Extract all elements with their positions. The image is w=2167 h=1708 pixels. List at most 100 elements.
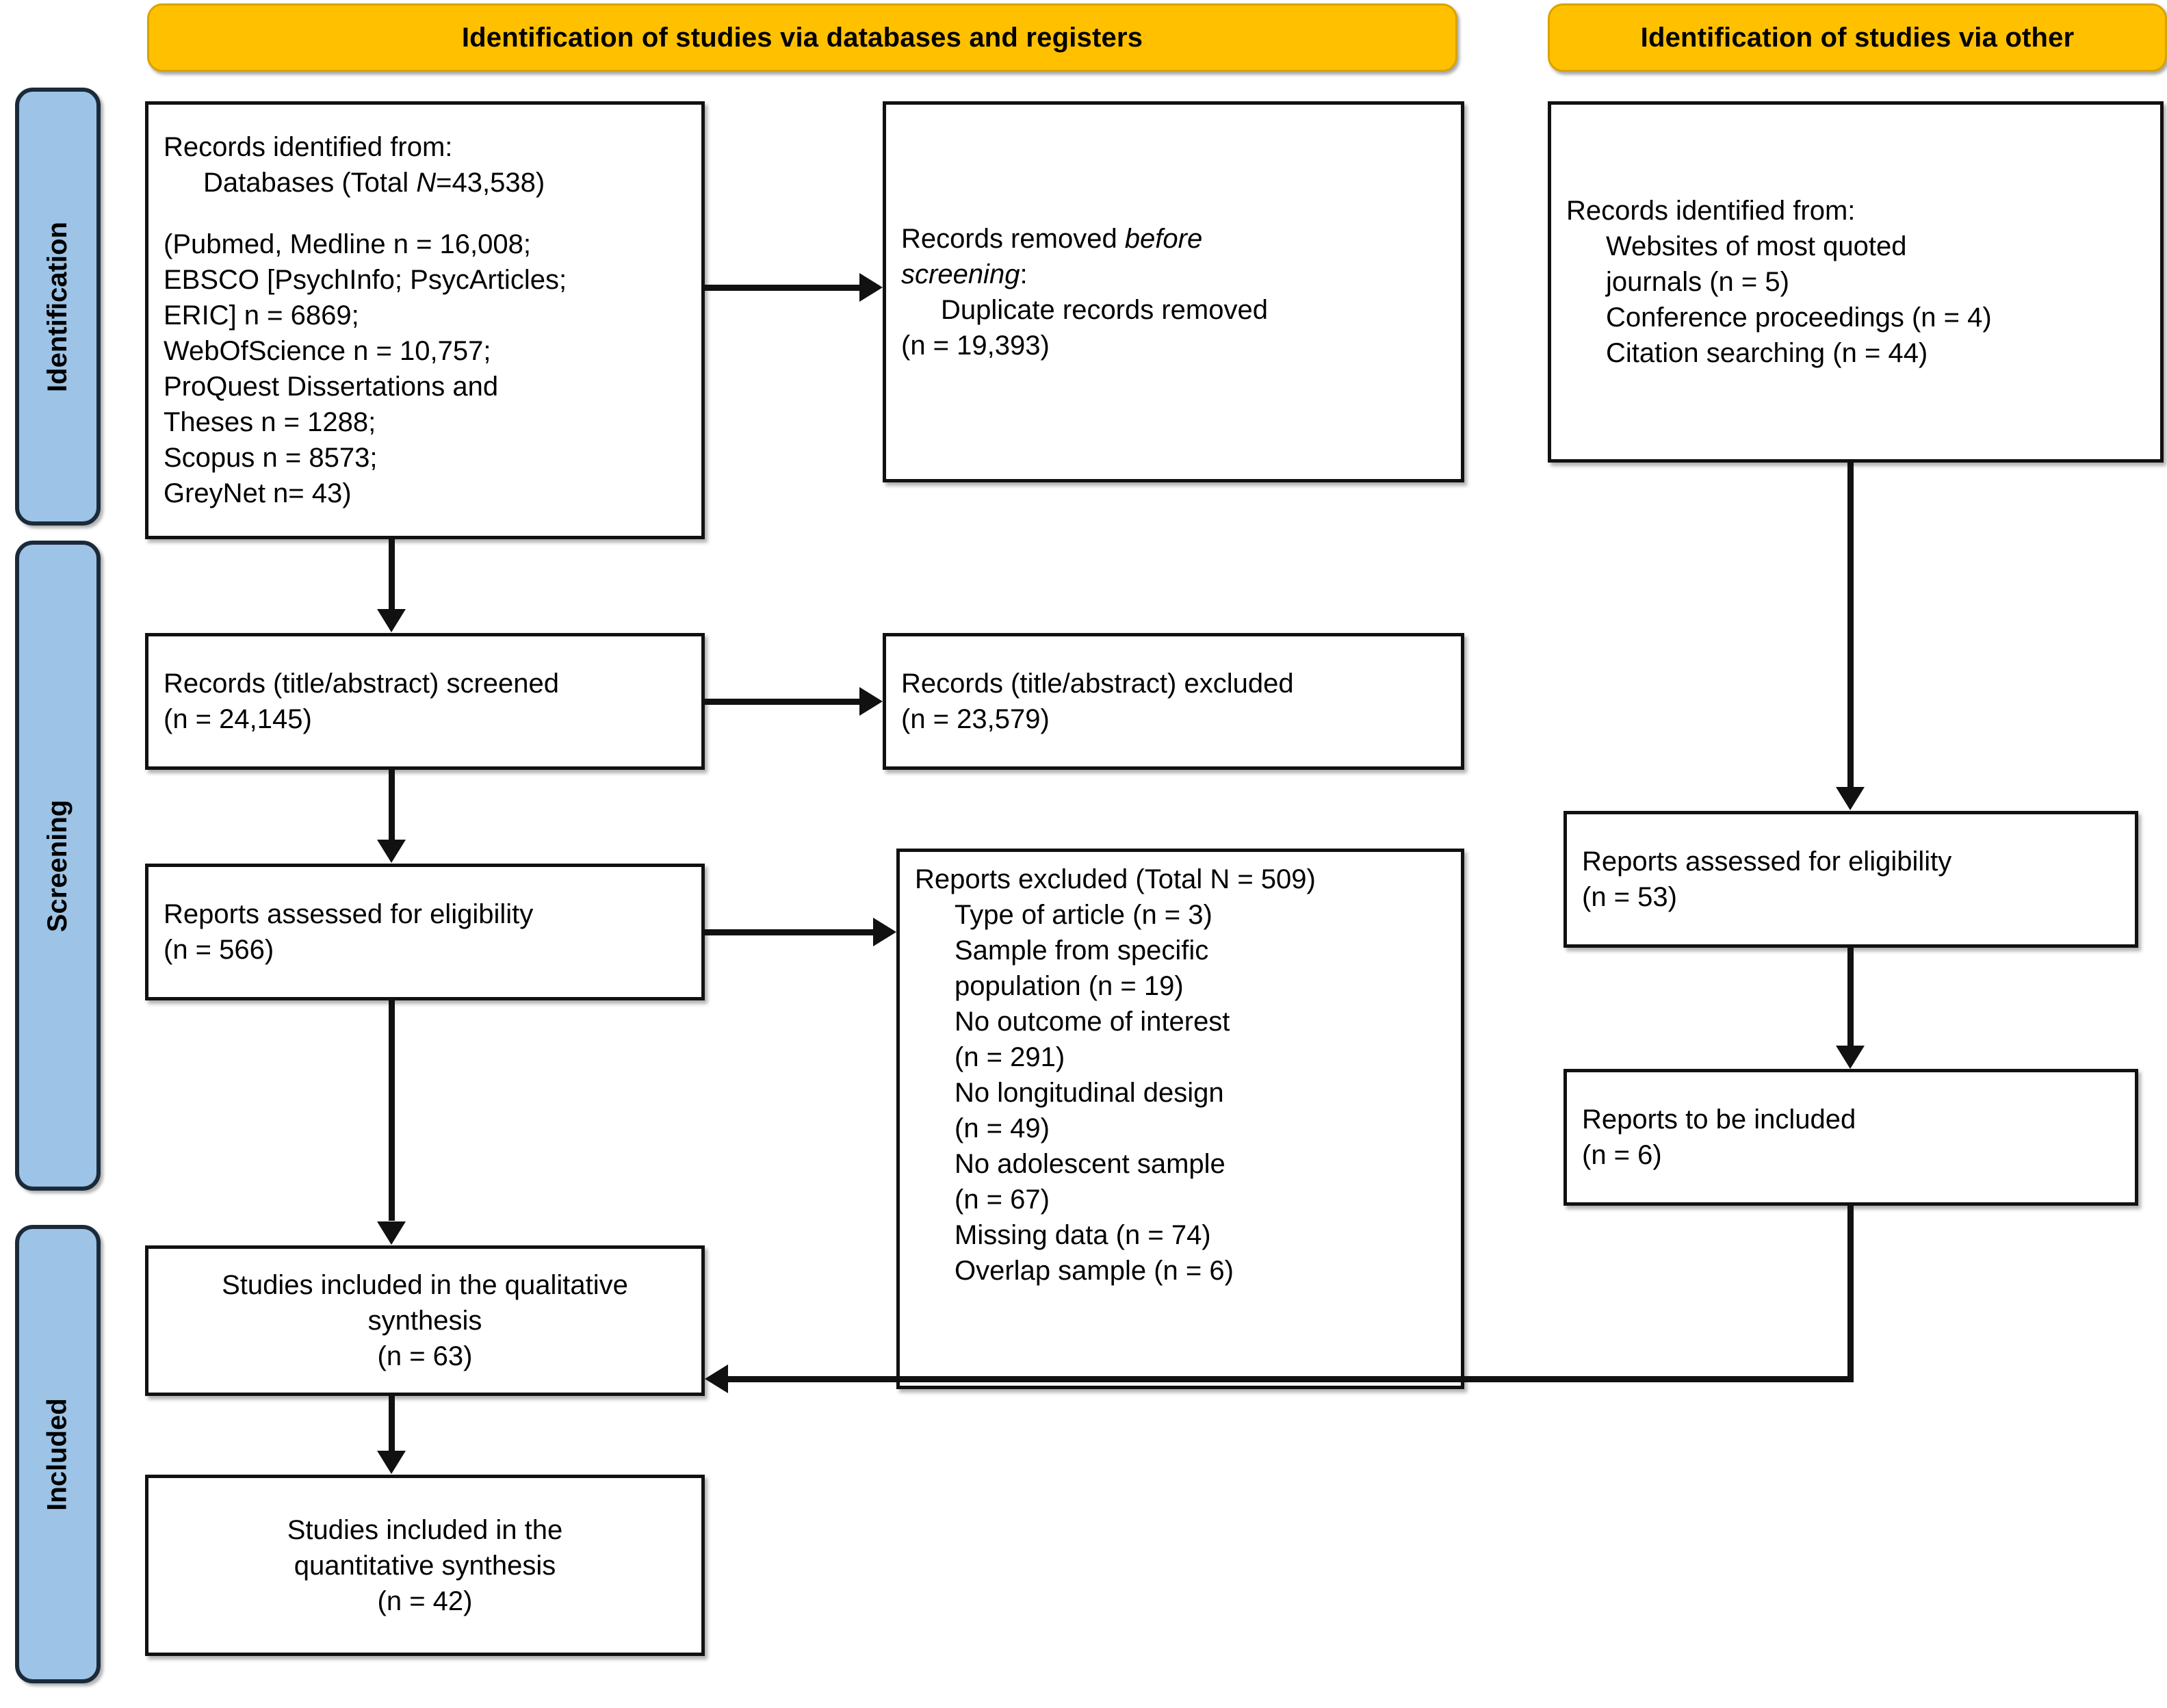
line-no-longitudinal: No longitudinal design (955, 1078, 1224, 1108)
line-records-screened-count: (n = 24,145) (164, 704, 312, 734)
box-reports-assessed-other-content: Reports assessed for eligibility (n = 53… (1567, 844, 2135, 915)
line-no-adolescent: No adolescent sample (955, 1149, 1225, 1179)
line-reports-assessed-db-count: (n = 566) (164, 935, 274, 965)
line-overlap-sample: Overlap sample (n = 6) (955, 1256, 1234, 1286)
box-quantitative-synthesis-content: Studies included in the quantitative syn… (148, 1512, 701, 1619)
box-quantitative-synthesis: Studies included in the quantitative syn… (145, 1475, 705, 1656)
connector-assessed-to-qualitative-line (389, 1000, 395, 1221)
banner-identification-databases: Identification of studies via databases … (147, 3, 1457, 72)
spacer (164, 200, 686, 227)
line-type-of-article: Type of article (n = 3) (955, 900, 1212, 930)
line-quantitative-1: Studies included in the (287, 1514, 563, 1545)
line-duplicate-count: (n = 19,393) (901, 330, 1050, 361)
line-citation-searching: Citation searching (n = 44) (1606, 338, 1928, 368)
line-webofscience: WebOfScience n = 10,757; (164, 336, 491, 366)
box-records-screened: Records (title/abstract) screened (n = 2… (145, 633, 705, 770)
connector-identified-to-screened-line (389, 539, 395, 610)
box-reports-assessed-db-content: Reports assessed for eligibility (n = 56… (148, 896, 701, 968)
line-journals: journals (n = 5) (1606, 267, 1789, 297)
phase-label-screening: Screening (42, 799, 73, 932)
line-records-excluded-count: (n = 23,579) (901, 704, 1050, 734)
box-records-identified-other: Records identified from: Websites of mos… (1548, 101, 2164, 463)
phase-pill-included: Included (15, 1225, 101, 1683)
connector-assessed-to-reports-excluded-arrow (873, 918, 896, 946)
phase-label-identification: Identification (42, 221, 73, 392)
box-records-removed-content: Records removed before screening: Duplic… (886, 221, 1461, 363)
line-records-identified-from: Records identified from: (164, 132, 453, 162)
box-records-identified-other-content: Records identified from: Websites of mos… (1551, 193, 2160, 371)
box-qualitative-synthesis-content: Studies included in the qualitative synt… (148, 1267, 701, 1374)
connector-included-to-qualitative-horizontal (728, 1376, 1854, 1382)
connector-qualitative-to-quantitative-arrow (377, 1451, 406, 1474)
line-reports-assessed-db: Reports assessed for eligibility (164, 899, 534, 929)
line-reports-to-be-included-count: (n = 6) (1582, 1140, 1662, 1170)
line-duplicate-records-removed: Duplicate records removed (941, 294, 1268, 325)
line-no-outcome: No outcome of interest (955, 1007, 1230, 1037)
box-records-identified-databases-content: Records identified from: Databases (Tota… (148, 129, 701, 511)
box-reports-assessed-eligibility-other: Reports assessed for eligibility (n = 53… (1563, 811, 2138, 948)
line-scopus: Scopus n = 8573; (164, 443, 378, 473)
line-reports-assessed-other: Reports assessed for eligibility (1582, 846, 1952, 877)
box-reports-excluded: Reports excluded (Total N = 509) Type of… (896, 849, 1464, 1389)
phase-pill-screening: Screening (15, 541, 101, 1191)
line-records-identified-from-other: Records identified from: (1566, 196, 1856, 226)
connector-assessed-to-qualitative-arrow (377, 1221, 406, 1245)
box-records-removed-before-screening: Records removed before screening: Duplic… (883, 101, 1464, 482)
connector-qualitative-to-quantitative-line (389, 1396, 395, 1452)
banner-databases-label: Identification of studies via databases … (461, 22, 1143, 53)
box-reports-to-be-included: Reports to be included (n = 6) (1563, 1069, 2138, 1206)
line-ebsco: EBSCO [PsychInfo; PsycArticles; (164, 265, 567, 295)
line-pubmed: (Pubmed, Medline n = 16,008; (164, 229, 532, 259)
box-records-identified-databases: Records identified from: Databases (Tota… (145, 101, 705, 539)
connector-other-to-assessed-line (1847, 463, 1854, 788)
line-qualitative-count: (n = 63) (377, 1341, 473, 1371)
line-proquest: ProQuest Dissertations and (164, 372, 499, 402)
line-qualitative-1: Studies included in the qualitative (222, 1270, 628, 1300)
line-reports-excluded-total: Reports excluded (Total N = 509) (915, 864, 1316, 894)
line-websites: Websites of most quoted (1606, 231, 1907, 261)
connector-assessed-to-reports-excluded-line (705, 929, 873, 935)
connector-other-to-assessed-arrow (1836, 787, 1865, 810)
line-reports-to-be-included: Reports to be included (1582, 1104, 1856, 1135)
phase-label-included: Included (42, 1397, 73, 1511)
line-eric: ERIC] n = 6869; (164, 300, 359, 331)
box-reports-excluded-content: Reports excluded (Total N = 509) Type of… (900, 862, 1461, 1289)
line-screening: screening: (901, 259, 1028, 289)
connector-screened-to-excluded-arrow (859, 687, 883, 716)
connector-identified-to-screened-arrow (377, 609, 406, 632)
line-sample-specific: Sample from specific (955, 935, 1209, 966)
banner-identification-other: Identification of studies via other (1548, 3, 2167, 72)
box-qualitative-synthesis: Studies included in the qualitative synt… (145, 1245, 705, 1396)
line-records-excluded: Records (title/abstract) excluded (901, 669, 1294, 699)
line-missing-data: Missing data (n = 74) (955, 1220, 1211, 1250)
line-conference-proceedings: Conference proceedings (n = 4) (1606, 302, 1992, 333)
connector-assessed-other-to-included-line (1847, 948, 1854, 1047)
connector-included-to-qualitative-vertical (1847, 1206, 1854, 1382)
line-records-screened: Records (title/abstract) screened (164, 669, 560, 699)
line-theses: Theses n = 1288; (164, 407, 376, 437)
line-quantitative-2: quantitative synthesis (294, 1550, 556, 1581)
line-databases-total: Databases (Total N=43,538) (203, 168, 545, 198)
line-greynet: GreyNet n= 43) (164, 478, 352, 508)
connector-identified-to-removed-arrow (859, 273, 883, 302)
line-reports-assessed-other-count: (n = 53) (1582, 882, 1677, 912)
connector-screened-to-assessed-arrow (377, 840, 406, 863)
line-quantitative-count: (n = 42) (377, 1586, 473, 1616)
line-no-longitudinal-count: (n = 49) (955, 1113, 1050, 1143)
banner-other-label: Identification of studies via other (1640, 22, 2075, 53)
box-records-excluded-content: Records (title/abstract) excluded (n = 2… (886, 666, 1461, 737)
box-reports-to-be-included-content: Reports to be included (n = 6) (1567, 1102, 2135, 1173)
box-records-excluded: Records (title/abstract) excluded (n = 2… (883, 633, 1464, 770)
line-records-removed: Records removed before (901, 223, 1203, 254)
connector-screened-to-assessed-line (389, 770, 395, 841)
line-population-count: population (n = 19) (955, 971, 1184, 1001)
line-qualitative-2: synthesis (367, 1306, 482, 1336)
phase-pill-identification: Identification (15, 88, 101, 526)
box-records-screened-content: Records (title/abstract) screened (n = 2… (148, 666, 701, 737)
connector-identified-to-removed-line (705, 285, 859, 291)
line-no-adolescent-count: (n = 67) (955, 1185, 1050, 1215)
line-no-outcome-count: (n = 291) (955, 1042, 1065, 1072)
connector-screened-to-excluded-line (705, 699, 859, 705)
connector-included-to-qualitative-arrow (705, 1364, 728, 1393)
